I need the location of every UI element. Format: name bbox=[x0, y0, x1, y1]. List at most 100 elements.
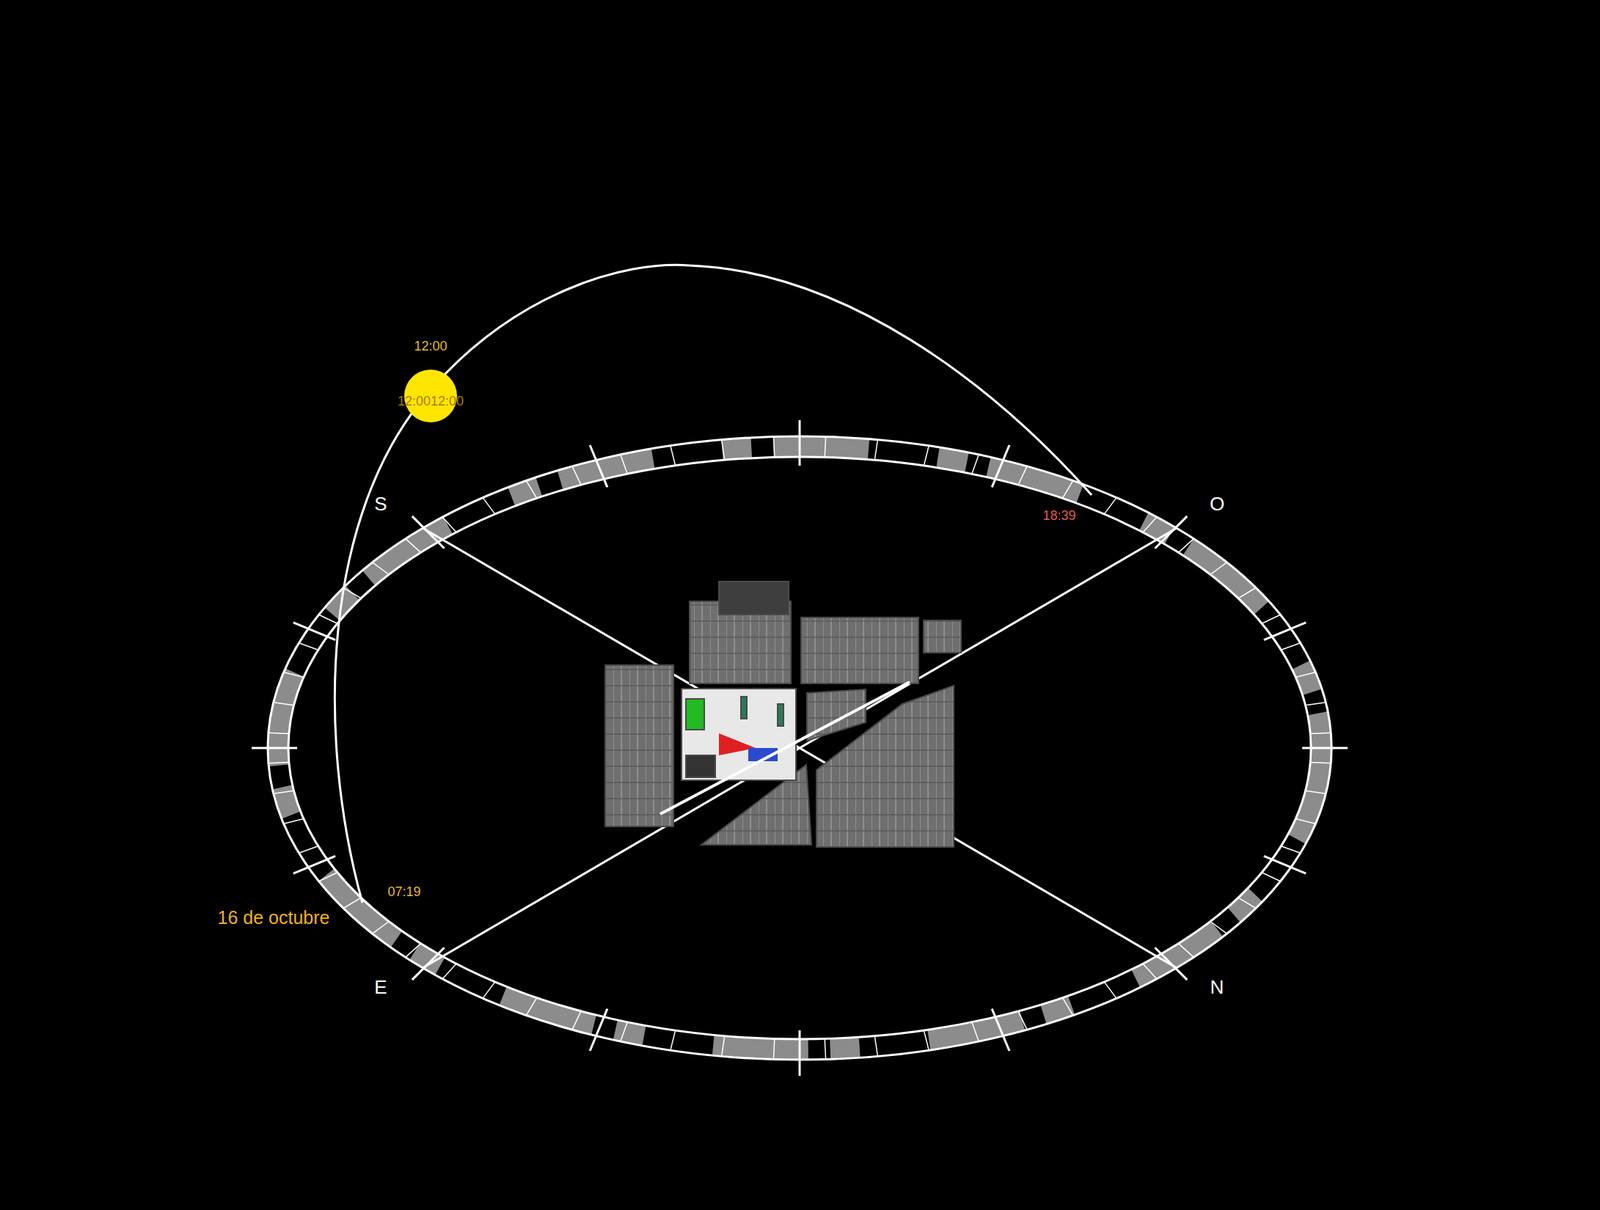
ring-division bbox=[442, 517, 457, 533]
site-detail bbox=[740, 696, 747, 719]
time-label: 07:19 bbox=[385, 884, 423, 901]
ring-tick bbox=[991, 445, 1010, 488]
ring-ticks bbox=[251, 420, 1348, 1077]
ring-division bbox=[1238, 588, 1256, 599]
ring-division bbox=[525, 480, 537, 499]
site-detail bbox=[777, 704, 784, 727]
ring-tick bbox=[798, 1030, 802, 1077]
ring-division bbox=[721, 440, 725, 461]
ring-division bbox=[283, 672, 304, 678]
ring-division bbox=[482, 498, 496, 515]
ring-division bbox=[670, 446, 676, 466]
ring-division bbox=[343, 588, 361, 599]
ring-division bbox=[1310, 732, 1331, 734]
building-block bbox=[605, 665, 674, 827]
sun-path-arc bbox=[334, 264, 1092, 904]
ring-division bbox=[1305, 790, 1326, 794]
ring-division bbox=[824, 1039, 826, 1061]
ring-division bbox=[874, 1036, 878, 1058]
ring-tick bbox=[1264, 856, 1306, 874]
ring-division bbox=[268, 762, 290, 763]
ring-division bbox=[721, 1036, 725, 1058]
time-label: 12:0012:00 bbox=[395, 393, 466, 411]
ring-division bbox=[620, 454, 628, 474]
ring-division bbox=[319, 872, 338, 882]
south-north-axis bbox=[422, 528, 1177, 969]
building-block bbox=[923, 620, 962, 653]
ring-division bbox=[319, 614, 338, 624]
ring-division bbox=[1310, 762, 1331, 763]
project-site bbox=[681, 688, 796, 781]
city-blocks bbox=[605, 581, 962, 848]
ring-division bbox=[372, 921, 389, 934]
ring-division bbox=[268, 732, 290, 734]
green-area bbox=[685, 699, 705, 730]
cardinal-label: S bbox=[371, 492, 389, 516]
ring-tick bbox=[293, 856, 336, 874]
ring-tick bbox=[798, 420, 802, 466]
ring-division bbox=[298, 846, 318, 854]
ring-division bbox=[1295, 818, 1316, 824]
ring-tick bbox=[293, 622, 336, 641]
ring-division bbox=[972, 454, 979, 474]
ring-tick bbox=[589, 445, 608, 488]
ring-division bbox=[572, 466, 582, 485]
ring-division bbox=[1104, 498, 1117, 515]
building-block bbox=[816, 685, 954, 848]
ring-division bbox=[283, 818, 304, 824]
ring-division bbox=[525, 998, 537, 1017]
ring-division bbox=[1280, 846, 1300, 854]
ring-division bbox=[1104, 982, 1117, 999]
ring-division bbox=[1178, 539, 1194, 554]
ring-division bbox=[273, 702, 295, 706]
ring-division bbox=[1178, 944, 1194, 959]
ring-division bbox=[670, 1030, 676, 1051]
ring-division bbox=[1238, 897, 1256, 909]
ring-band bbox=[278, 446, 1322, 1050]
ring-inner-edge bbox=[288, 457, 1311, 1040]
ring-division bbox=[1210, 562, 1227, 576]
building-block bbox=[718, 581, 789, 615]
site-detail bbox=[685, 755, 716, 778]
cardinal-label: N bbox=[1208, 976, 1227, 1000]
ring-division bbox=[1018, 1011, 1028, 1030]
ring-division bbox=[482, 982, 496, 999]
cardinal-label: O bbox=[1207, 492, 1227, 516]
ring-division bbox=[1142, 517, 1157, 533]
ring-division bbox=[1305, 702, 1326, 706]
ring-division bbox=[1280, 643, 1300, 650]
ring-division bbox=[1062, 480, 1073, 499]
ring-division bbox=[405, 944, 422, 959]
ring-division bbox=[1295, 672, 1316, 678]
ring-division bbox=[1261, 872, 1281, 882]
ring-division bbox=[1142, 963, 1157, 980]
ring-division bbox=[572, 1011, 582, 1030]
ring-division bbox=[923, 1030, 929, 1051]
ring-tick bbox=[1302, 747, 1348, 750]
ring-division bbox=[442, 963, 457, 980]
ring-division bbox=[273, 790, 295, 794]
ring-tick bbox=[991, 1009, 1010, 1052]
building-block bbox=[801, 617, 919, 684]
ring-division bbox=[298, 643, 318, 650]
ring-division bbox=[1210, 921, 1227, 934]
time-label: 18:39 bbox=[1040, 508, 1078, 525]
ring-outer-edge bbox=[267, 436, 1332, 1061]
ring-division bbox=[874, 440, 878, 461]
date-label: 16 de octubre bbox=[215, 907, 333, 930]
ring-division bbox=[372, 562, 389, 576]
ring-division bbox=[620, 1022, 628, 1042]
ring-tick bbox=[1264, 622, 1306, 641]
street-line bbox=[660, 682, 910, 815]
ring-division bbox=[405, 539, 422, 554]
cardinal-label: E bbox=[371, 976, 389, 1000]
ring-tick bbox=[251, 747, 298, 750]
ring-division bbox=[1018, 466, 1028, 485]
ring-division bbox=[1062, 998, 1073, 1017]
compass-ring bbox=[267, 436, 1332, 1061]
ring-division bbox=[773, 1039, 774, 1061]
ring-division bbox=[972, 1022, 979, 1042]
ring-division bbox=[1261, 614, 1281, 624]
ring-tick bbox=[589, 1009, 608, 1052]
